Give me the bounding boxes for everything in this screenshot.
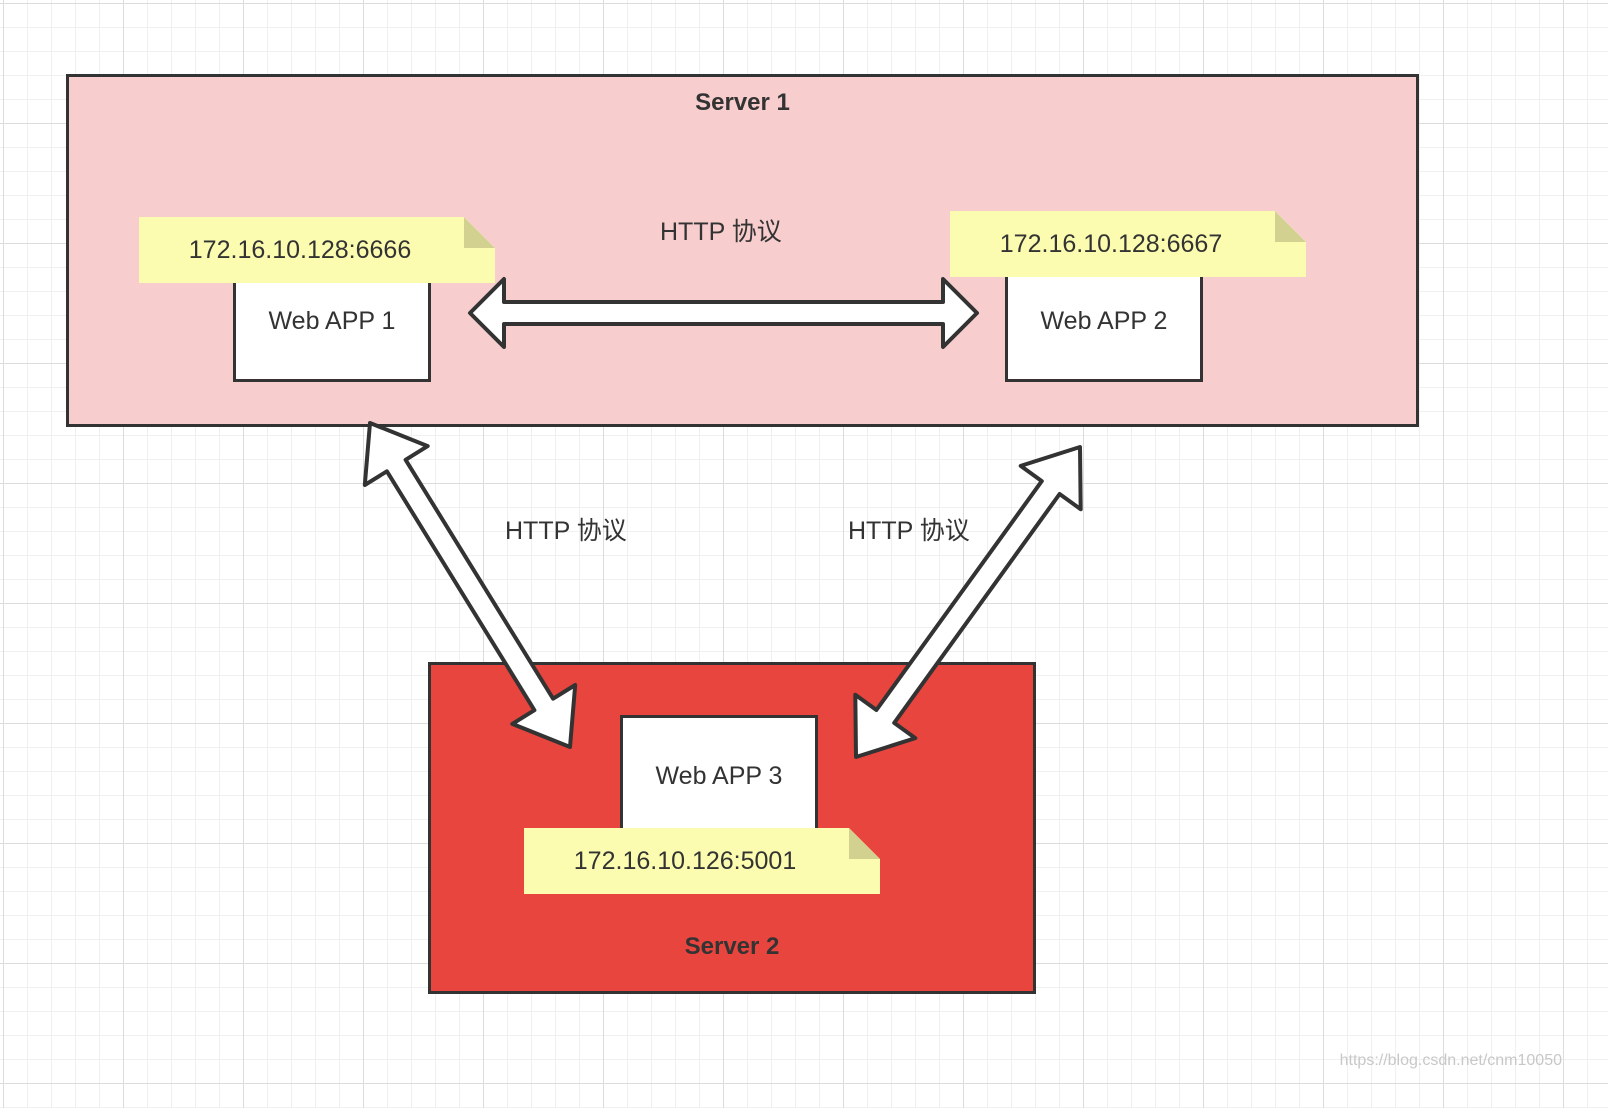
web-app-3-label: Web APP 3 bbox=[655, 761, 783, 790]
connection-label-app1-app2: HTTP 协议 bbox=[660, 218, 782, 246]
web-app-1-address: 172.16.10.128:6666 bbox=[188, 235, 412, 264]
server-1-title: Server 1 bbox=[695, 89, 790, 116]
web-app-3-node: Web APP 3 bbox=[620, 715, 818, 845]
web-app-3-address-note: 172.16.10.126:5001 bbox=[524, 828, 880, 894]
web-app-2-node: Web APP 2 bbox=[1005, 260, 1203, 382]
web-app-2-address: 172.16.10.128:6667 bbox=[999, 229, 1223, 258]
connection-label-app1-app3: HTTP 协议 bbox=[505, 517, 627, 545]
web-app-2-label: Web APP 2 bbox=[1040, 306, 1168, 335]
arrow-app1-app2 bbox=[468, 277, 979, 349]
web-app-3-address: 172.16.10.126:5001 bbox=[573, 846, 797, 875]
watermark-text: https://blog.csdn.net/cnm10050 bbox=[1339, 1052, 1562, 1069]
connection-label-app2-app3: HTTP 协议 bbox=[848, 517, 970, 545]
arrow-app1-app3 bbox=[362, 421, 578, 749]
web-app-2-address-note: 172.16.10.128:6667 bbox=[950, 211, 1306, 277]
arrow-app2-app3 bbox=[853, 445, 1083, 759]
web-app-1-address-note: 172.16.10.128:6666 bbox=[139, 217, 495, 283]
web-app-1-label: Web APP 1 bbox=[268, 306, 396, 335]
server-2-title: Server 2 bbox=[684, 933, 780, 960]
